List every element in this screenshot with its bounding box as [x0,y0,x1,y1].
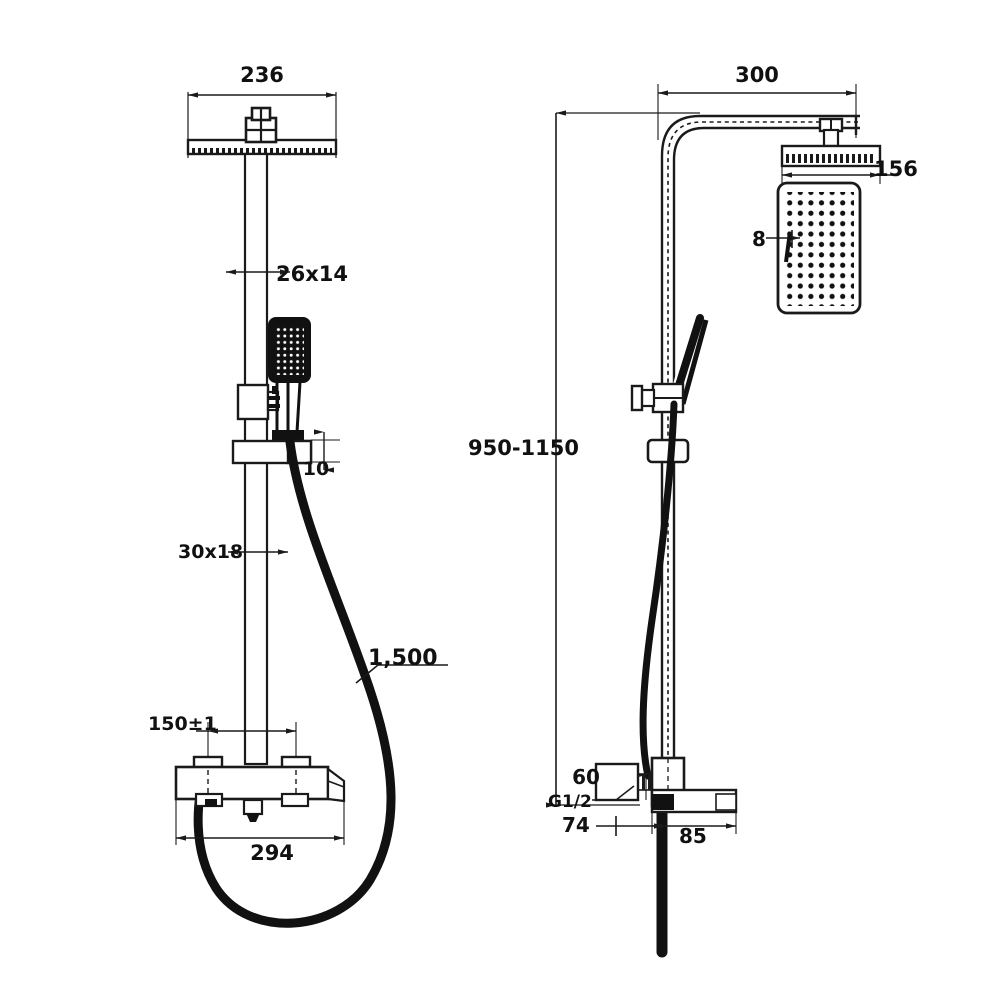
dim-inlet-centers: 150±1 [148,713,217,735]
side-spout-projection-dim [651,812,737,834]
dim-hose-length: 1,500 [368,646,438,671]
front-rail-section-dim [228,530,288,578]
front-shower-hose [193,437,396,928]
front-hose-length-leader [355,664,448,684]
side-view [546,84,896,958]
front-view [174,92,448,928]
dim-rail-section: 30x18 [178,541,243,563]
front-mixer-valve-body [174,755,346,822]
dim-spout-projection: 85 [679,824,707,848]
front-wall-bracket [236,383,280,421]
dim-overall-height: 950-1150 [468,436,579,460]
front-overhead-shower-head [186,106,338,156]
dim-overhead-width: 236 [240,63,284,87]
side-mixer-valve-body [594,756,738,814]
dim-head-depth: 156 [874,157,918,181]
side-shower-hose [639,400,678,958]
dim-inlet-offset: 74 [562,813,590,837]
side-head-thickness-dim [766,230,800,263]
side-head-mount [818,117,844,148]
side-shower-head-face [776,181,862,315]
front-riser-section-dim [226,250,290,300]
dim-holder-offset: 10 [303,458,329,480]
side-head-depth-dim [781,166,896,184]
dim-valve-depth: 60 [572,765,600,789]
dim-valve-width: 294 [250,841,294,865]
front-holder-offset-dim [311,429,340,473]
front-slider-holder [231,439,313,465]
front-hand-shower-handle [272,381,304,442]
side-inlet-thread-leader [592,785,635,801]
dim-inlet-thread: G1/2 [548,792,592,812]
dim-arm-projection: 300 [735,63,779,87]
front-valve-width-dim [175,800,345,845]
side-overhead-shower-head [780,144,882,168]
dim-head-thickness: 8 [752,227,766,251]
dim-riser-section: 26x14 [276,262,348,286]
dimension-labels: 236 26x14 10 30x18 1,500 150±1 294 300 1… [148,63,918,865]
side-shower-arm [660,114,860,760]
side-overall-height-dim [546,110,700,808]
front-hand-shower-head [268,317,311,383]
side-holder-bracket [630,382,685,414]
